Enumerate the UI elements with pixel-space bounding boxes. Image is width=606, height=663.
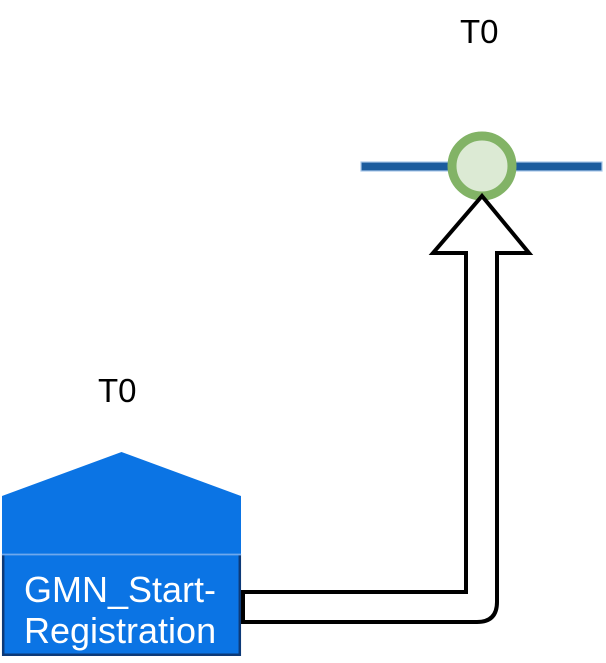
event-circle[interactable] — [447, 131, 517, 201]
source-block-roof[interactable] — [2, 452, 241, 556]
source-block-label-line1: GMN_Start- — [24, 569, 216, 610]
timeline-time-label: T0 — [460, 13, 499, 50]
flow-arrow[interactable] — [241, 192, 534, 624]
source-block-time-label: T0 — [98, 372, 137, 409]
source-block-border — [1, 554, 242, 657]
source-block-label-line2: Registration — [24, 610, 216, 651]
source-block-body[interactable] — [2, 554, 241, 656]
